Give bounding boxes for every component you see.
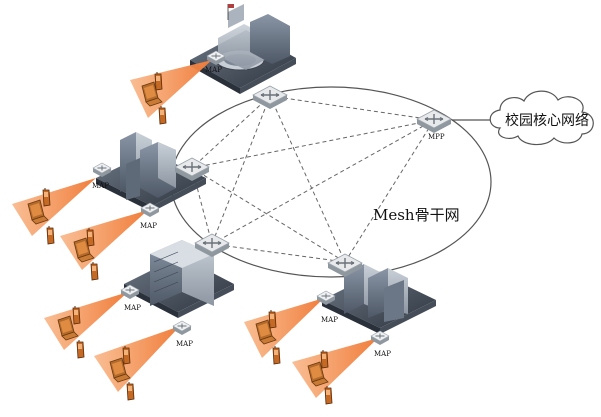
mpp-label: MPP <box>428 133 445 141</box>
map-label: MAP <box>124 304 141 312</box>
building-icon <box>190 4 296 94</box>
mobile-phone-icon <box>126 381 135 401</box>
mesh-link <box>269 95 346 263</box>
wireless-router-icon <box>416 109 452 134</box>
mobile-phone-icon <box>320 349 329 369</box>
mesh-links <box>191 95 435 263</box>
access-point-icon <box>370 330 390 346</box>
map-label: MAP <box>140 222 157 230</box>
mesh-link <box>211 243 346 263</box>
mesh-link <box>191 167 346 263</box>
mesh-backbone-label: Mesh骨干网 <box>373 206 460 224</box>
mobile-phone-icon <box>154 71 163 91</box>
mesh-link <box>191 167 213 245</box>
coverage-beam <box>60 210 148 270</box>
building-icon <box>322 264 436 334</box>
coverage-beam <box>94 326 180 392</box>
cloud-icon <box>489 90 594 146</box>
map-label: MAP <box>374 350 391 358</box>
access-point-icon <box>172 320 192 336</box>
mobile-phone-icon <box>76 339 85 359</box>
mobile-phone-icon <box>72 305 81 325</box>
coverage-beams <box>12 60 378 398</box>
mobile-phone-icon <box>158 105 167 125</box>
cloud-label: 校园核心网络 <box>505 113 589 129</box>
mobile-phone-icon <box>268 309 277 329</box>
mesh-link <box>211 119 435 245</box>
mobile-phone-icon <box>42 187 51 207</box>
wireless-router-icon <box>252 85 288 110</box>
mobile-phone-icon <box>46 225 55 245</box>
mesh-link <box>191 119 435 169</box>
coverage-beam <box>244 298 324 358</box>
mobile-phone-icon <box>90 261 99 281</box>
mobile-phone-icon <box>86 227 95 247</box>
mesh-link <box>191 95 271 169</box>
coverage-beam <box>292 338 378 398</box>
map-label: MAP <box>321 316 338 324</box>
map-label: MAP <box>176 340 193 348</box>
map-label: MAP <box>205 66 222 74</box>
mesh-link <box>211 95 271 245</box>
mobile-phone-icon <box>122 345 131 365</box>
mobile-phone-icon <box>272 345 281 365</box>
mesh-link <box>344 119 435 263</box>
map-label: MAP <box>92 182 109 190</box>
coverage-beam <box>130 60 212 118</box>
coverage-beam <box>44 292 128 350</box>
mobile-phone-icon <box>324 385 333 405</box>
coverage-beam <box>12 178 96 236</box>
